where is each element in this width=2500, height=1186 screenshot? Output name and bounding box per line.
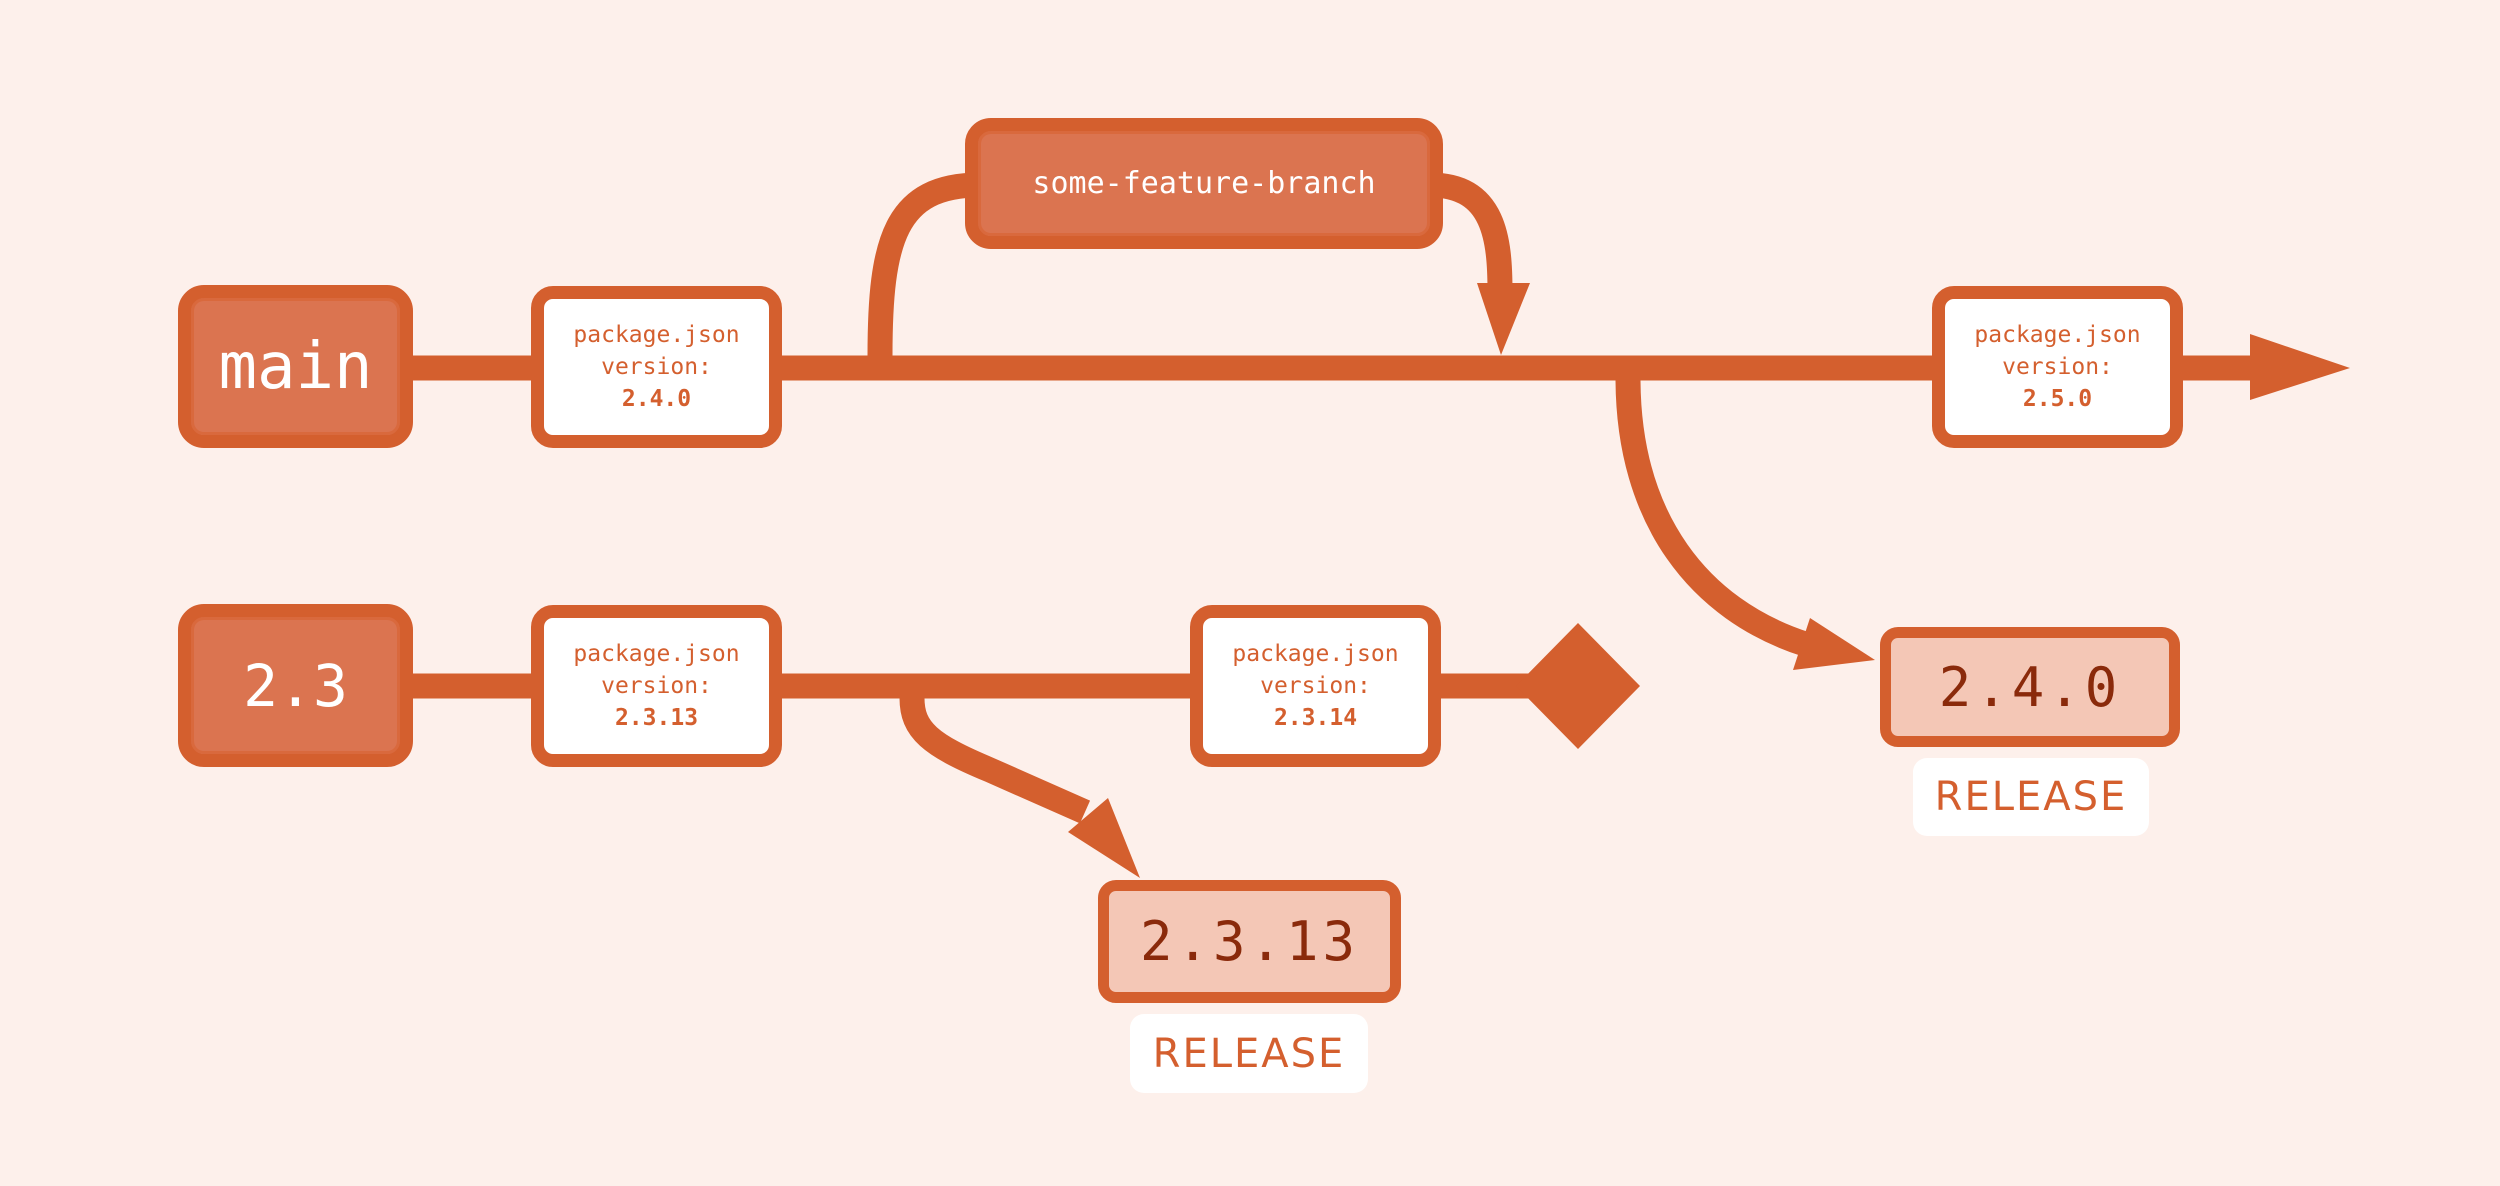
package-node-2-4-0[interactable]: package.json version: 2.4.0 (531, 286, 782, 448)
release-box-2-4-0[interactable]: 2.4.0 (1880, 627, 2180, 747)
package-version: 2.3.14 (1273, 705, 1358, 731)
branch-end-diamond (1516, 623, 1640, 749)
package-file: package.json (573, 322, 740, 348)
feature-fork-line (867, 172, 981, 357)
release-label-2-4-0: RELEASE (1913, 758, 2149, 836)
release-240-arrowhead (1793, 618, 1875, 670)
merge-arrowhead (1477, 283, 1530, 355)
package-field: version: (1260, 673, 1371, 699)
release-2313-line (899, 697, 1091, 824)
release-label-text: RELEASE (1152, 1030, 1346, 1077)
branch-feature[interactable]: some-feature-branch (965, 118, 1443, 249)
release-240-line (1615, 377, 1809, 656)
release-box-2-3-13[interactable]: 2.3.13 (1098, 880, 1401, 1003)
release-label-2-3-13: RELEASE (1130, 1014, 1368, 1093)
release-version: 2.3.13 (1139, 910, 1360, 973)
release-version: 2.4.0 (1938, 655, 2122, 719)
package-node-2-3-14[interactable]: package.json version: 2.3.14 (1190, 605, 1441, 767)
branch-2-3-label: 2.3 (243, 651, 348, 720)
package-file: package.json (1232, 641, 1399, 667)
branch-main[interactable]: main (178, 285, 413, 448)
package-node-2-5-0[interactable]: package.json version: 2.5.0 (1932, 286, 2183, 448)
main-arrowhead (2250, 334, 2350, 400)
package-field: version: (601, 354, 712, 380)
package-version: 2.5.0 (2022, 386, 2093, 412)
release-2313-arrowhead (1068, 798, 1140, 878)
branch-2-3[interactable]: 2.3 (178, 604, 413, 767)
release-label-text: RELEASE (1934, 774, 2128, 820)
package-version: 2.3.13 (614, 705, 699, 731)
branch-feature-label: some-feature-branch (1032, 166, 1376, 201)
package-node-2-3-13[interactable]: package.json version: 2.3.13 (531, 605, 782, 767)
package-file: package.json (573, 641, 740, 667)
branch-main-label: main (218, 329, 373, 404)
package-version: 2.4.0 (621, 386, 692, 412)
package-field: version: (2002, 354, 2113, 380)
package-field: version: (601, 673, 712, 699)
feature-merge-line (1429, 172, 1513, 293)
package-file: package.json (1974, 322, 2141, 348)
